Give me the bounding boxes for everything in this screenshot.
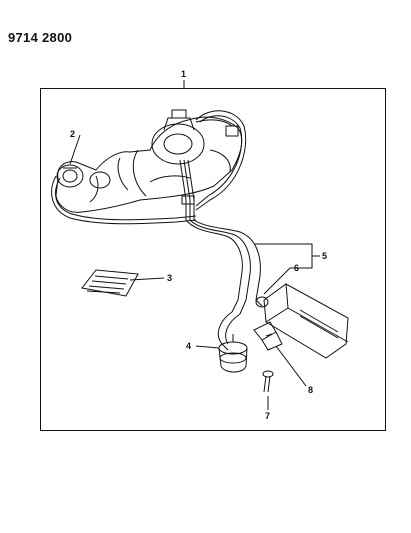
- callout-1: 1: [181, 69, 187, 79]
- callout-5: 5: [322, 251, 328, 261]
- callout-8: 8: [308, 385, 314, 395]
- vacuum-hoses: [51, 110, 263, 351]
- decal-part-3: [81, 269, 139, 297]
- screw-part-7: [262, 370, 274, 393]
- callout-4: 4: [186, 341, 192, 351]
- engine-assembly: [55, 109, 243, 213]
- leader-4: [195, 345, 220, 349]
- bracket-part-8: [253, 321, 283, 351]
- document-number: 9714 2800: [8, 30, 73, 45]
- diagram-frame: [40, 88, 386, 431]
- callout-7: 7: [265, 411, 271, 421]
- callout-2: 2: [70, 129, 76, 139]
- leader-8: [275, 345, 307, 387]
- canister-part-4: [218, 334, 248, 373]
- callout-6: 6: [294, 263, 300, 273]
- control-box: [255, 283, 349, 359]
- callout-3: 3: [167, 273, 173, 283]
- leader-5-bracket: [254, 243, 313, 269]
- leader-6: [263, 267, 291, 295]
- actuator-part-2: [56, 164, 84, 188]
- leader-3: [129, 277, 165, 281]
- leader-2: [69, 134, 81, 165]
